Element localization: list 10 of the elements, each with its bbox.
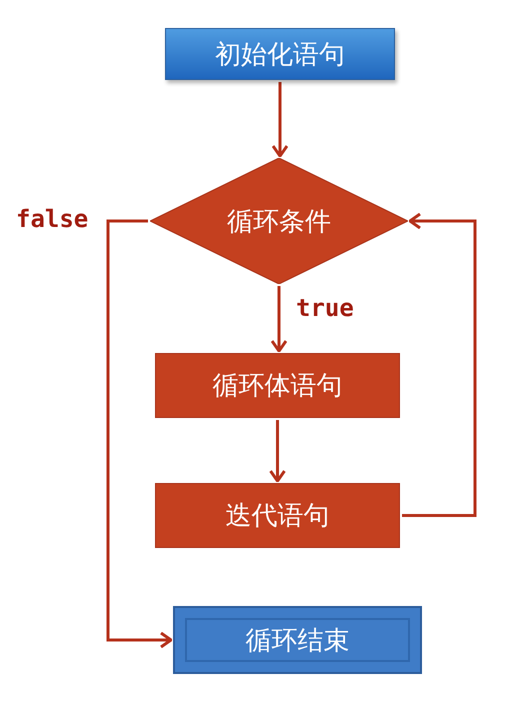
process-box: 迭代语句: [155, 483, 400, 548]
arrow: [272, 82, 288, 158]
arrow: [270, 286, 288, 352]
arrow: [269, 420, 286, 482]
arrow: [106, 220, 172, 648]
arrow: [402, 212, 476, 517]
end-box: 循环结束: [173, 606, 422, 674]
decision-label: 循环条件: [227, 206, 331, 238]
start-box: 初始化语句: [165, 28, 395, 80]
process-box: 循环体语句: [155, 353, 400, 418]
